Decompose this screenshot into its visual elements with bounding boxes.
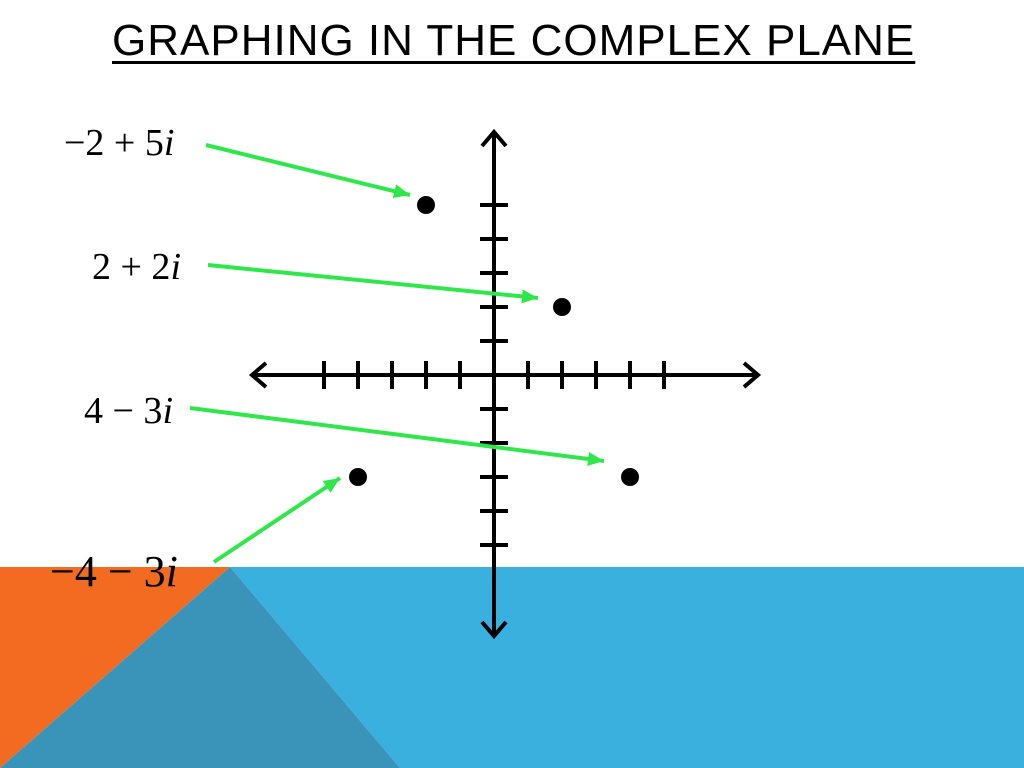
point-dot-p2 [553, 298, 571, 316]
label-arrow-4 [212, 476, 342, 564]
real-axis-arrowhead-left [248, 361, 268, 389]
label-imag-unit: i [170, 246, 181, 288]
label-arrowhead-4 [322, 478, 340, 493]
label-arrow-1 [205, 143, 411, 197]
blue-band [230, 567, 1024, 768]
point-label-4: −4 − 3i [50, 550, 178, 594]
label-arrow-3 [189, 406, 605, 463]
overlap-band [0, 567, 400, 768]
label-arrows [189, 143, 605, 564]
label-arrowhead-1 [392, 184, 410, 198]
label-text: −2 + 5 [64, 122, 164, 164]
imaginary-axis-arrowhead-top [480, 128, 508, 148]
imaginary-axis-arrowhead-bottom [480, 620, 508, 640]
label-imag-unit: i [165, 547, 178, 596]
point-label-1: −2 + 5i [64, 124, 174, 162]
point-dot-p1 [417, 196, 435, 214]
label-text: 4 − 3 [84, 390, 163, 432]
slide-title: GRAPHING IN THE COMPLEX PLANE [112, 16, 916, 65]
label-text: 2 + 2 [92, 246, 171, 288]
axes [248, 128, 762, 640]
point-label-2: 2 + 2i [92, 248, 181, 286]
label-imag-unit: i [162, 390, 173, 432]
label-arrowhead-2 [521, 289, 538, 304]
point-dot-p4 [349, 468, 367, 486]
point-dot-p3 [621, 468, 639, 486]
label-arrow-2 [207, 263, 539, 300]
point-label-3: 4 − 3i [84, 392, 173, 430]
label-arrowhead-3 [587, 452, 604, 466]
plotted-points [349, 196, 639, 486]
label-text: −4 − 3 [50, 547, 166, 596]
axis-ticks [322, 203, 666, 547]
label-imag-unit: i [163, 122, 175, 164]
real-axis-arrowhead-right [742, 361, 762, 389]
